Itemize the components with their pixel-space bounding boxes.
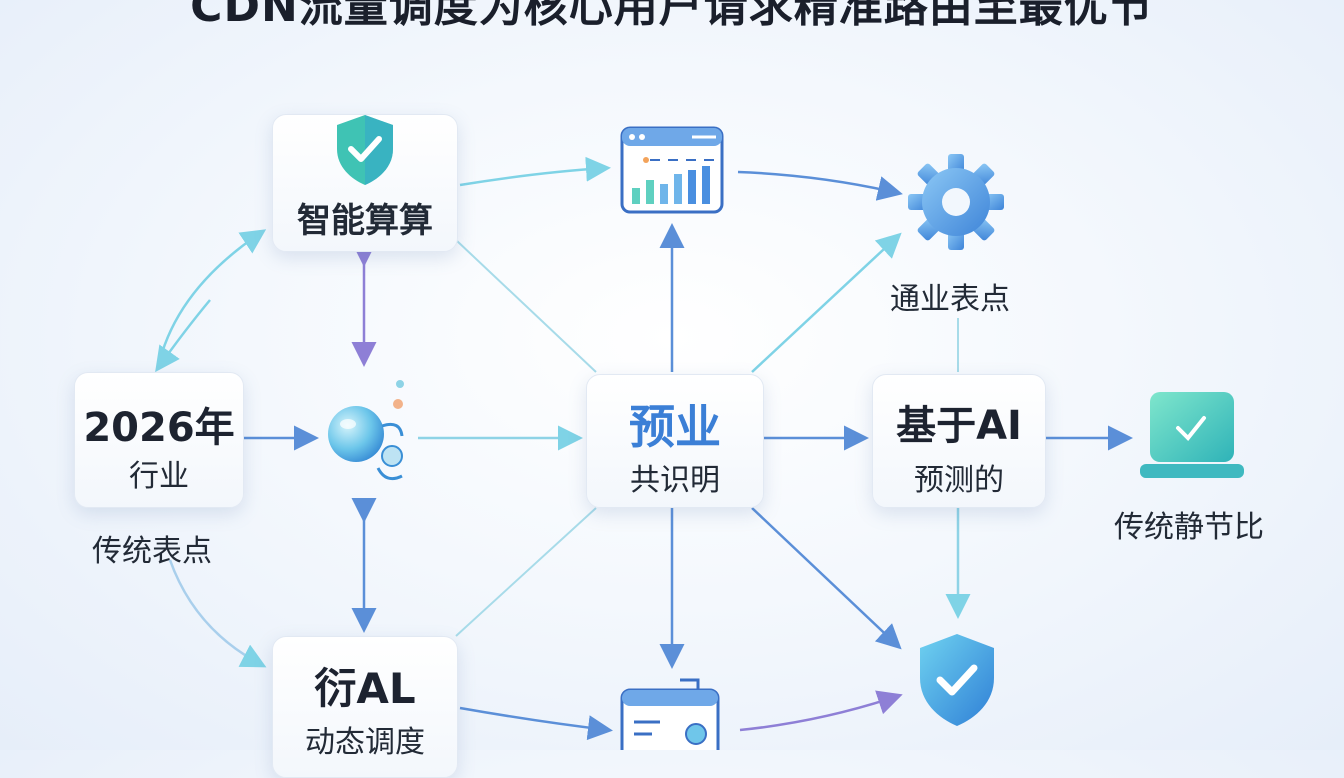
arrow-center-to-shield xyxy=(751,507,902,650)
arrow-left-to-bottom xyxy=(168,559,267,668)
node-consensus: 预业 共识明 xyxy=(586,374,764,508)
node-smart-compute: 智能算算 xyxy=(272,114,458,252)
node-2026-line2: 行业 xyxy=(129,459,189,494)
page-title: CDN流量调度为核心用户请求精准路由至最优节 xyxy=(190,0,1154,32)
arrow-center-to-gear xyxy=(751,232,902,373)
far-right-caption: 传统静节比 xyxy=(1114,510,1264,545)
node-dynamic-line2: 动态调度 xyxy=(305,725,425,760)
node-consensus-line2: 共识明 xyxy=(630,463,720,498)
node-ai-line2: 预测的 xyxy=(914,463,1004,498)
gear-caption: 通业表点 xyxy=(890,282,1010,317)
node-dynamic-dispatch: 衍AL 动态调度 xyxy=(272,636,458,778)
laptop-icon xyxy=(1140,392,1244,478)
shield-check-icon-bottom xyxy=(920,634,994,726)
water-drop-bubble-icon xyxy=(328,380,404,481)
node-2026-industry: 2026年 行业 xyxy=(74,372,244,508)
gear-icon xyxy=(908,154,1004,250)
arrow-left-up xyxy=(155,299,211,373)
line-top-to-center xyxy=(455,239,597,373)
node-smart-compute-label: 智能算算 xyxy=(297,201,433,241)
node-2026-line1: 2026年 xyxy=(83,405,235,451)
node-dynamic-line1: 衍AL xyxy=(314,664,416,713)
node-ai-line1: 基于AI xyxy=(896,403,1022,449)
left-caption: 传统表点 xyxy=(92,534,212,569)
shield-check-icon xyxy=(337,115,393,185)
arrow-top-to-chart xyxy=(459,156,611,187)
line-bottom-to-center xyxy=(455,507,597,637)
node-consensus-line1: 预业 xyxy=(629,400,721,454)
arrow-doc-to-shield xyxy=(739,690,903,732)
document-settings-icon xyxy=(620,678,720,750)
arrow-bottom-to-doc xyxy=(459,706,613,741)
arrow-chart-to-gear xyxy=(737,170,903,201)
connector-lines xyxy=(155,156,1133,741)
dashboard-chart-icon xyxy=(620,126,724,214)
node-ai-prediction: 基于AI 预测的 xyxy=(872,374,1046,508)
